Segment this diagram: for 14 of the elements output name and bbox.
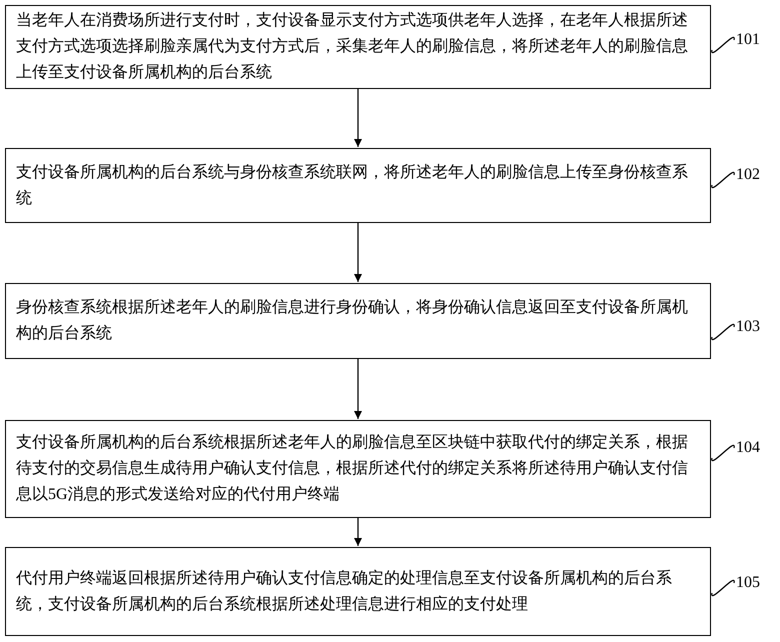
arrow <box>354 223 362 282</box>
process-box: 当老年人在消费场所进行支付时，支付设备显示支付方式选项供老年人选择，在老年人根据所述支付方式选项选择刷脸亲属代为支付方式后，采集老年人的刷脸信息，将所述老年人的刷脸信息上传至支付设备所属机构的后台系统 <box>5 5 711 89</box>
step-number: 105 <box>736 573 776 593</box>
arrow <box>354 518 362 546</box>
arrow <box>354 89 362 147</box>
process-box: 支付设备所属机构的后台系统与身份核查系统联网，将所述老年人的刷脸信息上传至身份核查系统 <box>5 148 711 223</box>
process-box: 代付用户终端返回根据所述待用户确认支付信息确定的处理信息至支付设备所属机构的后台系统，支付设备所属机构的后台系统根据所述处理信息进行相应的支付处理 <box>5 547 711 636</box>
step-number: 101 <box>736 30 776 50</box>
process-box: 支付设备所属机构的后台系统根据所述老年人的刷脸信息至区块链中获取代付的绑定关系，根据待支付的交易信息生成待用户确认支付信息，根据所述代付的绑定关系将所述待用户确认支付信息以5G消息的形式发送给对应的代付用户终端 <box>5 420 711 518</box>
arrow <box>354 359 362 419</box>
step-number: 104 <box>736 438 776 458</box>
step-number: 102 <box>736 165 776 185</box>
process-box: 身份核查系统根据所述老年人的刷脸信息进行身份确认，将身份确认信息返回至支付设备所属机构的后台系统 <box>5 283 711 359</box>
step-number: 103 <box>736 317 776 337</box>
